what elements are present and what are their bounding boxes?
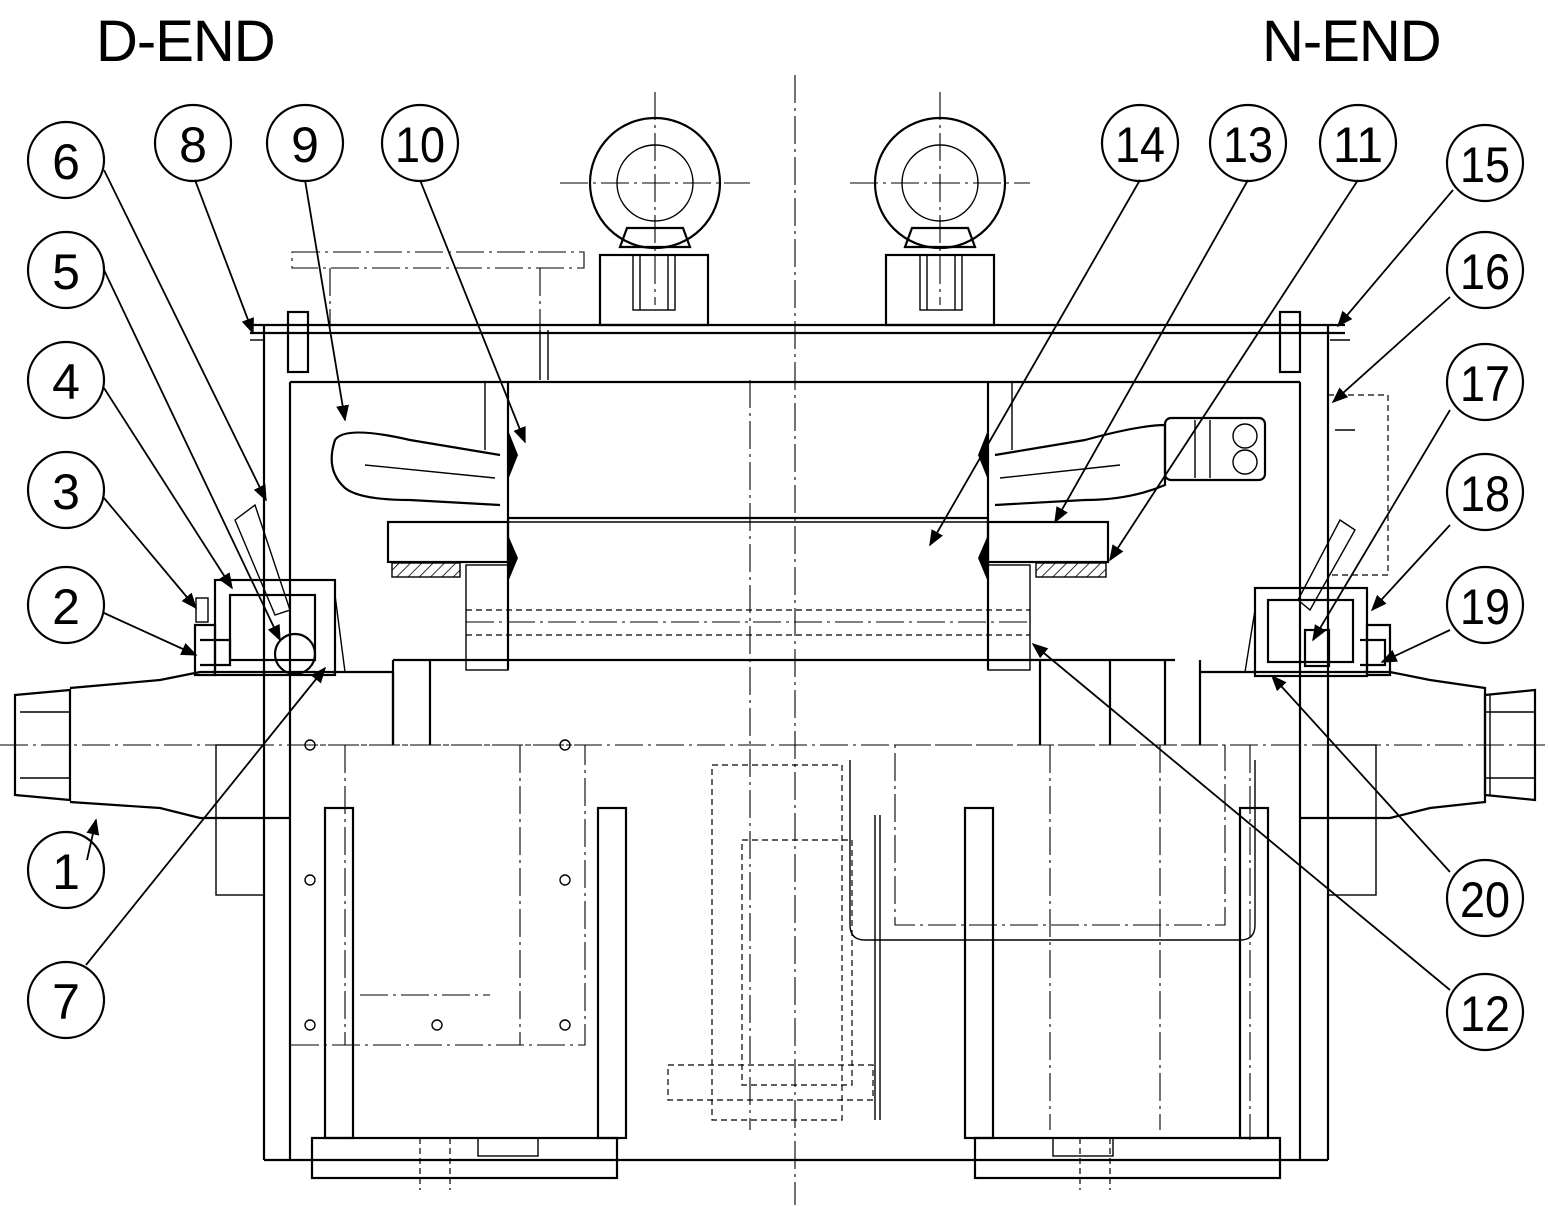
balloon-9-text: 9 [291, 117, 319, 173]
balloon-6-text: 6 [52, 134, 80, 190]
bearing-d-end [193, 503, 346, 677]
balloon-13: 13 [1208, 103, 1288, 183]
balloon-19-text: 19 [1460, 579, 1510, 635]
n-end-label: N-END [1262, 9, 1442, 74]
balloon-16: 16 [1445, 230, 1525, 310]
balloon-15: 15 [1445, 123, 1525, 203]
balloon-5-text: 5 [52, 244, 80, 300]
balloon-7: 7 [26, 960, 106, 1040]
shaft [13, 658, 1537, 820]
balloon-8: 8 [153, 103, 233, 183]
balloon-8-text: 8 [179, 117, 207, 173]
balloon-20: 20 [1445, 858, 1525, 938]
balloon-2-text: 2 [52, 579, 80, 635]
balloon-12-text: 12 [1460, 986, 1510, 1042]
balloon-3: 3 [26, 450, 106, 530]
balloon-20-text: 20 [1460, 872, 1510, 928]
balloon-17: 17 [1445, 342, 1525, 422]
balloon-2: 2 [26, 565, 106, 645]
top-cover-plate [291, 251, 585, 380]
balloon-9: 9 [265, 103, 345, 183]
balloon-18-text: 18 [1460, 466, 1510, 522]
balloon-3-text: 3 [52, 464, 80, 520]
balloon-10: 10 [380, 103, 460, 183]
terminal-box-right [1327, 394, 1389, 576]
bearing-n-end [1244, 518, 1392, 678]
d-end-label: D-END [96, 9, 276, 74]
balloon-12: 12 [1445, 972, 1525, 1052]
balloon-1: 1 [26, 830, 106, 910]
balloon-15-text: 15 [1460, 137, 1510, 193]
balloon-17-text: 17 [1460, 356, 1510, 412]
balloon-1-text: 1 [52, 844, 80, 900]
balloon-4: 4 [26, 340, 106, 420]
balloon-18: 18 [1445, 452, 1525, 532]
balloon-10-text: 10 [395, 117, 445, 173]
stator-winding-left [330, 431, 501, 507]
rotor-pressure-plates [386, 520, 1110, 671]
leader-lines [85, 169, 1454, 991]
balloon-4-text: 4 [52, 354, 80, 410]
balloon-14: 14 [1100, 103, 1180, 183]
stator-winding-right [994, 416, 1267, 507]
lower-base-structure [215, 739, 1377, 1140]
balloon-11-text: 11 [1333, 117, 1383, 173]
balloon-14-text: 14 [1115, 117, 1165, 173]
balloon-5: 5 [26, 230, 106, 310]
balloon-7-text: 7 [52, 974, 80, 1030]
balloon-16-text: 16 [1460, 244, 1510, 300]
balloon-13-text: 13 [1223, 117, 1273, 173]
balloon-11: 11 [1318, 103, 1398, 183]
balloon-6: 6 [26, 120, 106, 200]
stator-core [484, 382, 1013, 670]
balloon-19: 19 [1445, 565, 1525, 645]
